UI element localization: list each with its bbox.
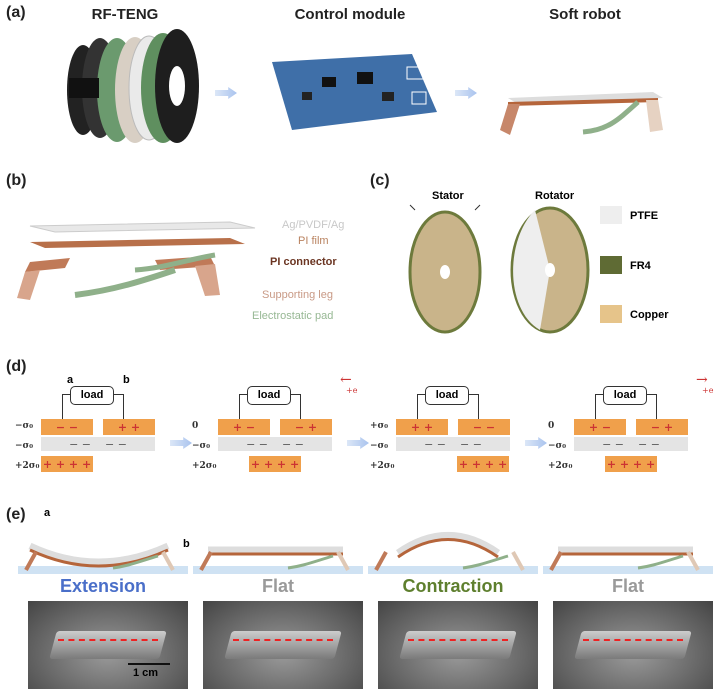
stator-label: Stator <box>432 190 464 202</box>
robot-photo <box>378 601 538 689</box>
robot-state-diagram <box>193 546 363 574</box>
flow-arrow <box>170 437 192 449</box>
legend-swatch-ptfe <box>600 206 622 224</box>
soft-robot-image <box>500 92 663 135</box>
legend-swatch-fr4 <box>600 256 622 274</box>
rotator-electrode: + + + + <box>41 456 93 472</box>
rf-teng-title: RF-TENG <box>91 6 159 23</box>
right-electrode: − − <box>458 419 510 435</box>
robot-state-diagram <box>368 532 538 574</box>
middle-charge-density: −σ₀ <box>15 441 34 451</box>
bottom-charge-density: +2σ₀ <box>548 461 573 471</box>
electron-label: +e <box>702 386 714 395</box>
dielectric-layer: − − − − <box>218 437 332 451</box>
middle-charge-density: −σ₀ <box>548 441 567 451</box>
rf-teng-exploded-image <box>67 29 199 143</box>
panel-d-label: (d) <box>6 358 27 375</box>
robot-state-diagram <box>543 546 713 574</box>
left-electrode: + − <box>218 419 270 435</box>
load-box: load <box>247 386 291 405</box>
robot-photo <box>203 601 363 689</box>
control-module-pcb-image <box>272 54 437 130</box>
electron-flow-arrow-icon: ← <box>340 372 352 388</box>
flow-arrow <box>347 437 369 449</box>
state-label-contraction: Contraction <box>402 576 504 596</box>
bottom-charge-density: +2σ₀ <box>370 461 395 471</box>
node-a-label: a <box>67 374 74 386</box>
dielectric-layer: − − − − <box>574 437 688 451</box>
control-module-title: Control module <box>294 6 406 23</box>
panel-e-label: (e) <box>6 506 26 523</box>
layer-label-ag-pvdf-ag: Ag/PVDF/Ag <box>282 219 345 231</box>
robot-photo <box>553 601 713 689</box>
node-b-label: b <box>123 374 130 386</box>
layer-label-pi-film: PI film <box>298 235 329 247</box>
flow-arrow <box>215 87 237 99</box>
scale-bar <box>128 663 170 665</box>
stator-rotator-disks <box>408 204 590 334</box>
layer-label-pi-connector: PI connector <box>270 256 337 268</box>
rotator-electrode: + + + + <box>605 456 657 472</box>
top-charge-density: 0 <box>548 421 555 431</box>
flow-arrow <box>455 87 477 99</box>
top-charge-density: −σ₀ <box>15 421 34 431</box>
state-label-flat: Flat <box>261 576 294 596</box>
top-charge-density: +σ₀ <box>370 421 389 431</box>
panel-a-label: (a) <box>6 4 26 21</box>
charge-state-panel: load +σ₀ −σ₀ +2σ₀ + + − − − − − − + + + … <box>370 378 548 488</box>
top-charge-density: 0 <box>192 421 199 431</box>
legend-label-copper: Copper <box>630 309 669 321</box>
dielectric-layer: − − − − <box>396 437 510 451</box>
legend-swatch-copper <box>600 305 622 323</box>
state-label-flat: Flat <box>611 576 644 596</box>
layer-label-supporting-leg: Supporting leg <box>262 289 333 301</box>
electron-flow-arrow-icon: → <box>696 372 708 388</box>
panel-b-label: (b) <box>6 172 27 189</box>
rotator-label: Rotator <box>535 190 575 202</box>
right-electrode: + + <box>103 419 155 435</box>
charge-state-panel: load ← +e 0 −σ₀ +2σ₀ + − − + − − − − + +… <box>192 372 370 488</box>
left-electrode: − − <box>41 419 93 435</box>
electron-label: +e <box>346 386 358 395</box>
layer-label-electrostatic-pad: Electrostatic pad <box>252 310 334 322</box>
charge-state-panel: load → +e 0 −σ₀ +2σ₀ + − − + − − − − + +… <box>548 372 720 488</box>
rotator-electrode: + + + + <box>249 456 301 472</box>
point-b-label: b <box>183 538 190 550</box>
legend-label-ptfe: PTFE <box>630 210 659 222</box>
panel-c-label: (c) <box>370 172 390 189</box>
rotator-electrode: + + + + <box>457 456 509 472</box>
dielectric-layer: − − − − <box>41 437 155 451</box>
robot-state-diagram <box>18 542 188 574</box>
flow-arrow <box>525 437 547 449</box>
robot-photo <box>28 601 188 689</box>
charge-state-panel: load a b −σ₀ −σ₀ +2σ₀ − − + + − − − − + … <box>15 374 193 488</box>
soft-robot-title: Soft robot <box>549 6 621 23</box>
robot-exploded-diagram <box>17 221 256 300</box>
middle-charge-density: −σ₀ <box>370 441 389 451</box>
state-label-extension: Extension <box>59 576 147 596</box>
point-a-label: a <box>44 507 51 519</box>
bottom-charge-density: +2σ₀ <box>192 461 217 471</box>
middle-charge-density: −σ₀ <box>192 441 211 451</box>
load-box: load <box>70 386 114 405</box>
load-box: load <box>425 386 469 405</box>
left-electrode: + − <box>574 419 626 435</box>
left-electrode: + + <box>396 419 448 435</box>
load-box: load <box>603 386 647 405</box>
legend-label-fr4: FR4 <box>630 260 651 272</box>
right-electrode: − + <box>636 419 688 435</box>
right-electrode: − + <box>280 419 332 435</box>
bottom-charge-density: +2σ₀ <box>15 461 40 471</box>
scale-bar-label: 1 cm <box>133 667 159 679</box>
